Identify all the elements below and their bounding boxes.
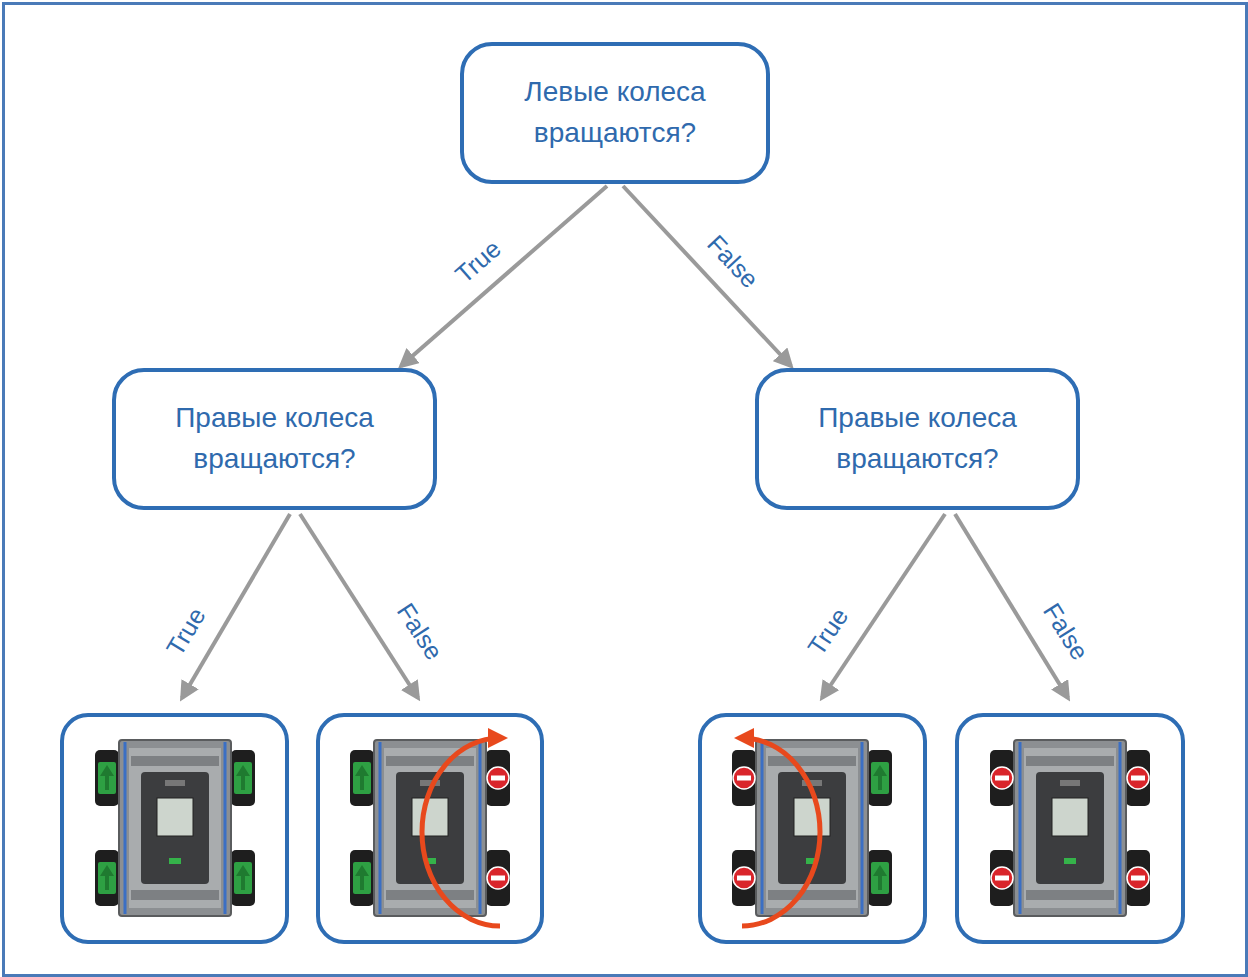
question-text: Правые колеса вращаются? [138,398,411,479]
branch-label: True [802,603,853,660]
decision-box: Левые колеса вращаются? [460,42,770,184]
question-text: Левые колеса вращаются? [486,72,744,153]
branch-label: False [392,599,448,665]
question-text: Правые колеса вращаются? [781,398,1054,479]
branch-label: False [1038,599,1094,665]
result-box [957,715,1183,942]
result-box [318,715,542,942]
turn-arrow [742,738,820,926]
branch-arrow [401,186,607,366]
branch-label: False [702,230,764,293]
branch-arrow [623,186,791,366]
branch-arrows [182,514,1068,698]
result-box [700,715,925,942]
result-box [62,715,287,942]
turn-arrow [422,738,500,926]
decision-box: Правые колеса вращаются? [755,368,1080,510]
decision-box: Правые колеса вращаются? [112,368,437,510]
branch-label: True [161,603,211,660]
